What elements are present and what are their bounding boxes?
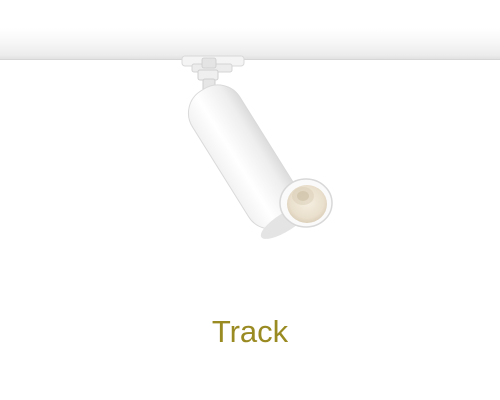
track-spotlight-icon: [181, 55, 333, 239]
fixture-lens: [279, 178, 333, 228]
product-caption[interactable]: Track: [211, 314, 289, 349]
track-adapter: [181, 55, 245, 81]
track-rail: [0, 28, 500, 60]
track-rail-edge: [0, 59, 500, 60]
